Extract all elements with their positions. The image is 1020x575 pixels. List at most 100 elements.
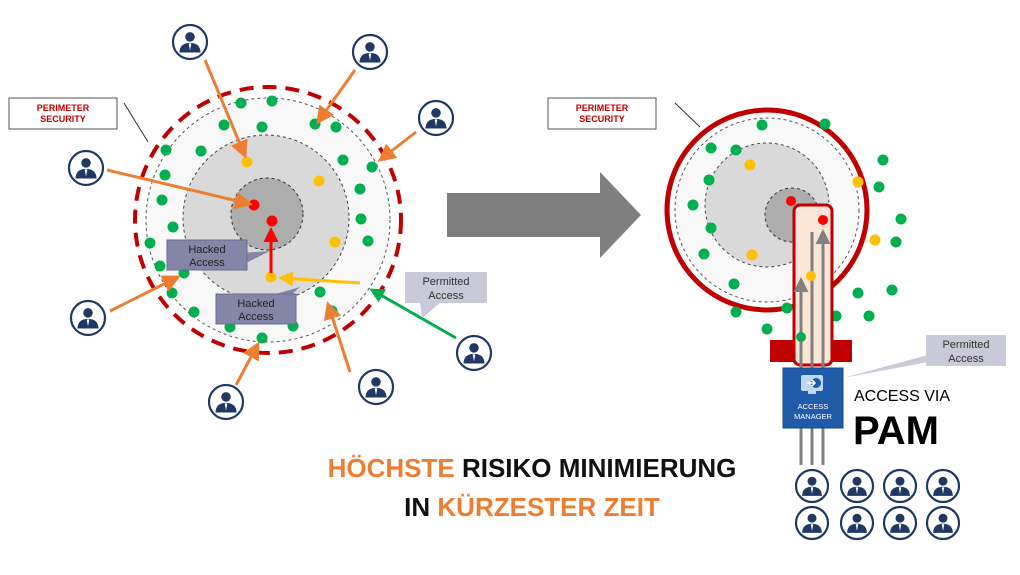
- user-icon: [794, 505, 830, 541]
- green-dot: [886, 284, 898, 296]
- green-dot: [877, 154, 889, 166]
- green-dot: [728, 278, 740, 290]
- red-dot: [248, 199, 260, 211]
- user-icon: [882, 505, 918, 541]
- green-dot: [330, 121, 342, 133]
- user-icon: [882, 468, 918, 504]
- core-zone: [230, 177, 304, 251]
- perimeter-label: SECURITY: [40, 114, 86, 124]
- green-dot: [895, 213, 907, 225]
- green-dot: [705, 222, 717, 234]
- yellow-dot: [241, 156, 253, 168]
- red-dot: [266, 215, 278, 227]
- headline-highlight: KÜRZESTER ZEIT: [437, 492, 660, 522]
- user-icon: [357, 368, 395, 406]
- green-dot: [761, 323, 773, 335]
- green-dot: [756, 119, 768, 131]
- yellow-dot: [869, 234, 881, 246]
- user-icon: [455, 334, 493, 372]
- user-icon: [925, 468, 961, 504]
- left-users: [67, 23, 493, 421]
- green-dot: [256, 121, 268, 133]
- perimeter-label-box: [547, 97, 657, 130]
- green-dot: [796, 332, 806, 342]
- callout-text: Hacked: [188, 244, 225, 256]
- green-dot: [167, 221, 179, 233]
- access-manager-label: ACCESS: [798, 402, 829, 411]
- green-dot: [852, 287, 864, 299]
- green-dot: [218, 119, 230, 131]
- headline-line1: HÖCHSTE RISIKO MINIMIERUNG: [328, 453, 737, 483]
- red-dot: [786, 196, 796, 206]
- perimeter-label: PERIMETER: [576, 103, 629, 113]
- green-dot: [705, 142, 717, 154]
- headline-text: RISIKO MINIMIERUNG: [455, 453, 737, 483]
- yellow-dot: [852, 176, 864, 188]
- green-dot: [362, 235, 374, 247]
- label-leader: [674, 102, 701, 128]
- perimeter-label: SECURITY: [579, 114, 625, 124]
- perimeter-label-box: [8, 97, 118, 130]
- user-icon: [351, 33, 389, 71]
- right-dots: [687, 118, 907, 335]
- user-icon: [69, 299, 107, 337]
- green-dot: [781, 302, 793, 314]
- green-dot: [819, 118, 831, 130]
- green-dot: [355, 213, 367, 225]
- permitted-arrow: [369, 288, 457, 340]
- yellow-dot: [265, 271, 277, 283]
- callout-pointer: [843, 355, 928, 378]
- monitor-login-icon: [801, 375, 823, 394]
- callout-text: Access: [238, 311, 274, 323]
- user-icon: [794, 468, 830, 504]
- yellow-dot: [806, 271, 816, 281]
- callout-text: Access: [189, 257, 225, 269]
- callout-text: Access: [428, 290, 464, 302]
- user-icon: [171, 23, 209, 61]
- headline-text: IN: [404, 492, 437, 522]
- lateral-arrow: [278, 271, 361, 287]
- green-dot: [354, 183, 366, 195]
- user-icon: [417, 99, 455, 137]
- pam-label: PAM: [853, 409, 939, 453]
- user-icon: [839, 505, 875, 541]
- access-manager-box: ACCESS MANAGER: [782, 367, 844, 429]
- green-dot: [144, 237, 156, 249]
- green-dot: [687, 199, 699, 211]
- green-dot: [159, 169, 171, 181]
- callout-text: Access: [948, 353, 984, 365]
- green-dot: [703, 174, 715, 186]
- green-dot: [890, 236, 902, 248]
- perimeter-label: PERIMETER: [37, 103, 90, 113]
- yellow-dot: [744, 159, 756, 171]
- right-users: [794, 468, 961, 541]
- callout-pointer: [420, 303, 440, 318]
- green-dot: [730, 144, 742, 156]
- headline-highlight: HÖCHSTE: [328, 453, 455, 483]
- green-dot: [256, 332, 268, 344]
- green-dot: [195, 145, 207, 157]
- red-dot: [818, 215, 828, 225]
- headline-line2: IN KÜRZESTER ZEIT: [404, 492, 660, 522]
- green-dot: [154, 260, 166, 272]
- yellow-dot: [746, 249, 758, 261]
- access-manager-label: MANAGER: [794, 412, 833, 421]
- callout-text: Permitted: [942, 339, 989, 351]
- user-icon: [925, 505, 961, 541]
- hacked-access-callout: [215, 293, 297, 325]
- left-perimeter-diagram: PERIMETER SECURITY Hacked Access Hacked …: [8, 23, 493, 421]
- green-dot: [314, 286, 326, 298]
- green-dot: [266, 95, 278, 107]
- green-dot: [366, 161, 378, 173]
- green-dot: [337, 154, 349, 166]
- right-pam-diagram: PERIMETER SECURITY Permitted Access ACCE…: [547, 97, 1006, 541]
- yellow-dot: [329, 236, 341, 248]
- green-dot: [698, 248, 710, 260]
- access-via-label: ACCESS VIA: [854, 388, 950, 405]
- label-leader: [123, 102, 149, 143]
- permitted-access-callout: [926, 335, 1006, 366]
- hacked-access-callout: [166, 239, 248, 271]
- callout-text: Hacked: [237, 298, 274, 310]
